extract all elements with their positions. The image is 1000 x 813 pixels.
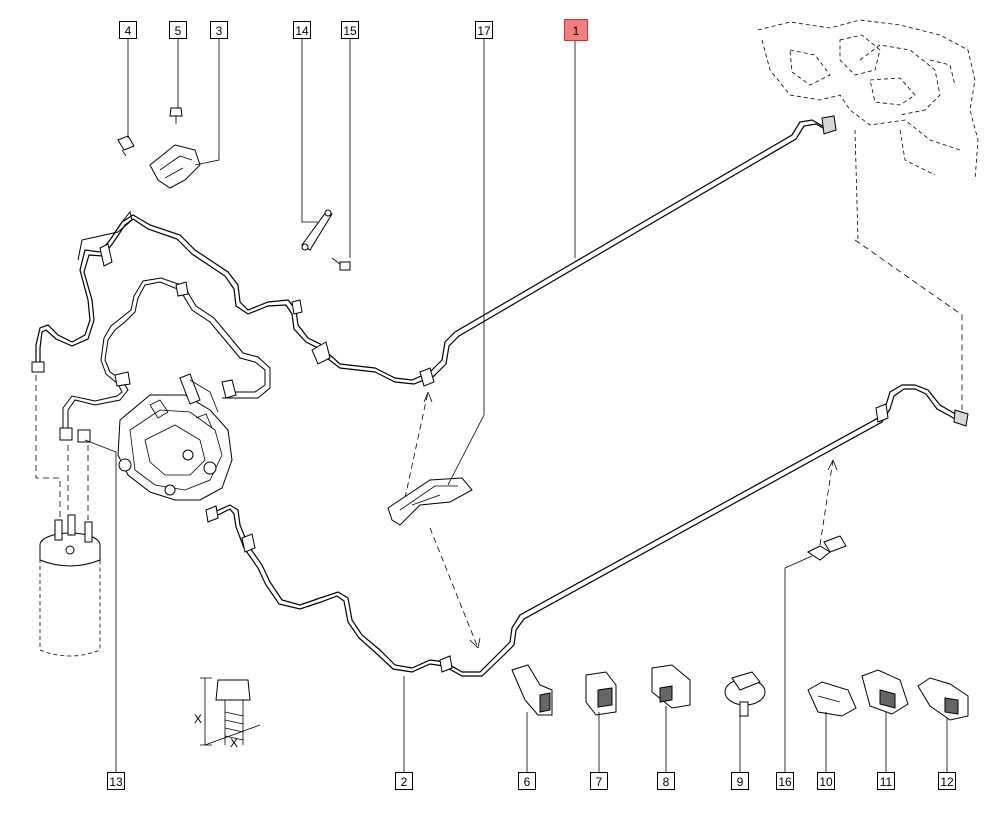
dimension-label-vertical: X — [194, 712, 203, 726]
callout-12[interactable]: 12 — [938, 772, 956, 790]
bolt-dimension — [200, 677, 261, 746]
callout-6[interactable]: 6 — [518, 772, 536, 790]
callout-3[interactable]: 3 — [210, 21, 228, 39]
callout-8[interactable]: 8 — [657, 772, 675, 790]
clip-7[interactable] — [585, 671, 617, 716]
bracket-3[interactable] — [149, 144, 201, 189]
callout-10[interactable]: 10 — [817, 772, 835, 790]
callout-15[interactable]: 15 — [341, 21, 359, 39]
fuel-filter[interactable] — [39, 514, 101, 657]
clip-16[interactable] — [807, 535, 847, 561]
pipe-2[interactable] — [205, 384, 969, 677]
leader-lines — [84, 39, 948, 772]
clip-4[interactable] — [117, 135, 135, 157]
bolt-5[interactable] — [169, 107, 183, 124]
callout-7[interactable]: 7 — [590, 772, 608, 790]
callout-5[interactable]: 5 — [169, 21, 187, 39]
callout-2[interactable]: 2 — [395, 772, 413, 790]
bracket-17[interactable] — [387, 477, 473, 526]
callout-4[interactable]: 4 — [119, 21, 137, 39]
clip-10[interactable] — [807, 681, 857, 717]
bolt-15[interactable] — [331, 257, 351, 271]
pipe-1[interactable] — [31, 115, 837, 387]
dimension-label-horizontal: X — [230, 736, 239, 750]
callout-14[interactable]: 14 — [293, 21, 311, 39]
clip-6[interactable] — [511, 664, 553, 716]
clip-12[interactable] — [917, 677, 969, 721]
strap-14[interactable] — [301, 209, 333, 251]
injection-pump[interactable] — [117, 373, 237, 501]
engine-outline — [757, 19, 979, 241]
callout-11[interactable]: 11 — [877, 772, 895, 790]
callout-1[interactable]: 1 — [564, 19, 588, 41]
callout-9[interactable]: 9 — [731, 772, 749, 790]
pump-feed-pipes[interactable] — [59, 210, 271, 443]
callout-17[interactable]: 17 — [475, 21, 493, 39]
clip-8[interactable] — [651, 664, 691, 709]
clip-9[interactable] — [724, 671, 766, 717]
clip-11[interactable] — [861, 669, 909, 715]
callout-16[interactable]: 16 — [776, 772, 794, 790]
callout-13[interactable]: 13 — [107, 772, 125, 790]
dashed-guides — [35, 239, 963, 649]
